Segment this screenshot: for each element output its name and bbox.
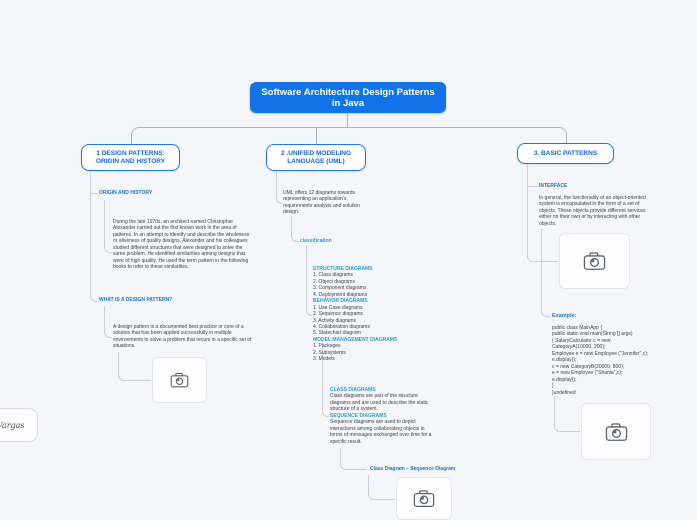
what-is-pattern-text[interactable]: A design pattern is a documented best pr… bbox=[113, 324, 252, 350]
connector-line bbox=[90, 171, 99, 302]
class-diagrams-heading: CLASS DIAGRAMS bbox=[330, 387, 376, 393]
behavior-diagrams-items: 1. Use Case diagrams 2. Sequence diagram… bbox=[313, 304, 370, 337]
interface-label[interactable]: INTERFACE bbox=[539, 183, 568, 189]
class-sequence-caption[interactable]: Class Diagram – Sequence Diagram bbox=[370, 466, 456, 472]
root-title-label: Software Architecture Design Patterns in… bbox=[261, 86, 435, 109]
image-placeholder-example[interactable] bbox=[581, 403, 651, 460]
connector-line bbox=[322, 340, 329, 417]
connector-title-stub bbox=[347, 113, 348, 127]
root-title-node[interactable]: Software Architecture Design Patterns in… bbox=[250, 82, 446, 113]
camera-icon bbox=[413, 490, 435, 508]
image-placeholder-design-pattern[interactable] bbox=[152, 357, 207, 403]
structure-diagrams-items: 1. Class diagrams 2. Object diagrams 3. … bbox=[313, 272, 368, 298]
model-management-heading: MODEL MANAGEMENT DIAGRAMS bbox=[313, 336, 398, 343]
behavior-diagrams-heading: BEHAVIOR DIAGRAMS bbox=[313, 298, 368, 305]
branch-basic-patterns-label: 3. BASIC PATTERNS bbox=[533, 149, 598, 157]
connector-line bbox=[368, 475, 395, 500]
connector-line bbox=[527, 186, 537, 187]
connector-line bbox=[527, 164, 558, 262]
branch-uml-label: 2 .UNIFIED MODELING LANGUAGE (UML) bbox=[280, 149, 352, 165]
connector-middle-drop bbox=[316, 127, 317, 144]
branch-design-patterns-label: 1 DESIGN PATTERNS: ORIGIN AND HISTORY bbox=[95, 149, 166, 165]
what-is-pattern-label[interactable]: WHAT IS A DESIGN PATTERN? bbox=[99, 297, 173, 303]
example-label[interactable]: Example: bbox=[552, 313, 577, 319]
branch-design-patterns-node[interactable]: 1 DESIGN PATTERNS: ORIGIN AND HISTORY bbox=[81, 144, 180, 171]
origin-history-label[interactable]: ORIGIN AND HISTORY bbox=[99, 190, 153, 196]
interface-text[interactable]: In general, the functionality of an obje… bbox=[539, 195, 646, 227]
connector-line bbox=[276, 171, 282, 204]
structure-diagrams-heading: STRUCTURE DIAGRAMS bbox=[313, 266, 373, 272]
image-placeholder-class-sequence[interactable] bbox=[396, 477, 452, 520]
connector-line bbox=[306, 245, 312, 316]
origin-history-text[interactable]: During the late 1970s, an architect name… bbox=[113, 219, 250, 271]
sequence-diagrams-heading: SEQUENCE DIAGRAMS bbox=[330, 412, 387, 419]
connector-line bbox=[340, 448, 367, 470]
connector-line bbox=[291, 216, 299, 242]
connector-line bbox=[90, 193, 98, 194]
classification-list[interactable]: STRUCTURE DIAGRAMS 1. Class diagrams 2. … bbox=[313, 266, 428, 363]
signature-label: as Vargas bbox=[0, 420, 25, 430]
image-placeholder-interface[interactable] bbox=[559, 233, 630, 289]
connector-line bbox=[104, 306, 112, 338]
connector-line bbox=[554, 396, 580, 432]
uml-intro-text[interactable]: UML offers 12 diagrams towards represent… bbox=[283, 190, 360, 216]
connector-line bbox=[118, 352, 151, 381]
branch-uml-node[interactable]: 2 .UNIFIED MODELING LANGUAGE (UML) bbox=[266, 144, 366, 171]
example-code-block[interactable]: public class MainApp { public static voi… bbox=[552, 325, 649, 396]
camera-icon bbox=[605, 422, 627, 441]
camera-icon bbox=[583, 252, 606, 270]
class-diagrams-text: Class diagrams are part of the structure… bbox=[330, 393, 429, 413]
branch-basic-patterns-node[interactable]: 3. BASIC PATTERNS bbox=[517, 143, 614, 164]
connector-main-rail bbox=[131, 127, 567, 145]
sequence-diagrams-text: Sequence diagrams are used to depict int… bbox=[330, 419, 432, 445]
classification-label[interactable]: classification bbox=[300, 238, 332, 244]
camera-icon bbox=[170, 372, 189, 388]
class-sequence-block[interactable]: CLASS DIAGRAMS Class diagrams are part o… bbox=[330, 387, 448, 445]
connector-line bbox=[104, 200, 112, 253]
connector-line bbox=[541, 228, 550, 317]
signature-node[interactable]: as Vargas bbox=[0, 408, 38, 442]
model-management-items: 1. Packages 2. Subsystems 3. Models bbox=[313, 343, 346, 363]
